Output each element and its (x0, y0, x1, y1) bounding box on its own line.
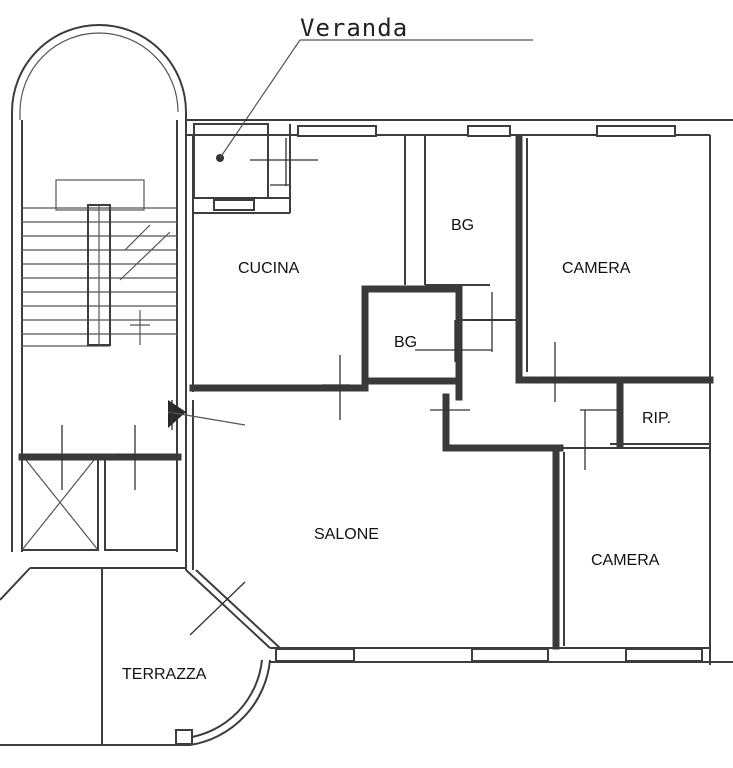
lower-bedroom-walls (552, 448, 565, 650)
living-room-walls (167, 392, 246, 570)
bedroom-bottom-label: CAMERA (591, 552, 660, 569)
stairwell (11, 24, 187, 552)
veranda-label: Veranda (300, 14, 408, 42)
terrace-label: TERRAZZA (122, 666, 207, 683)
bathroom-center-label: BG (394, 334, 417, 351)
kitchen-label: CUCINA (238, 260, 300, 277)
upper-rooms (425, 134, 714, 402)
terrace (0, 567, 281, 746)
corridor (430, 378, 710, 470)
room-labels: Veranda CUCINA BG BG CAMERA RIP. SALONE … (122, 14, 671, 683)
bathroom-center (361, 285, 492, 452)
kitchen-walls (189, 135, 426, 420)
veranda (193, 39, 533, 213)
outer-walls (186, 119, 733, 665)
living-room-label: SALONE (314, 526, 379, 543)
bedroom-top-label: CAMERA (562, 260, 631, 277)
storage-label: RIP. (642, 410, 671, 427)
bathroom-top-label: BG (451, 217, 474, 234)
